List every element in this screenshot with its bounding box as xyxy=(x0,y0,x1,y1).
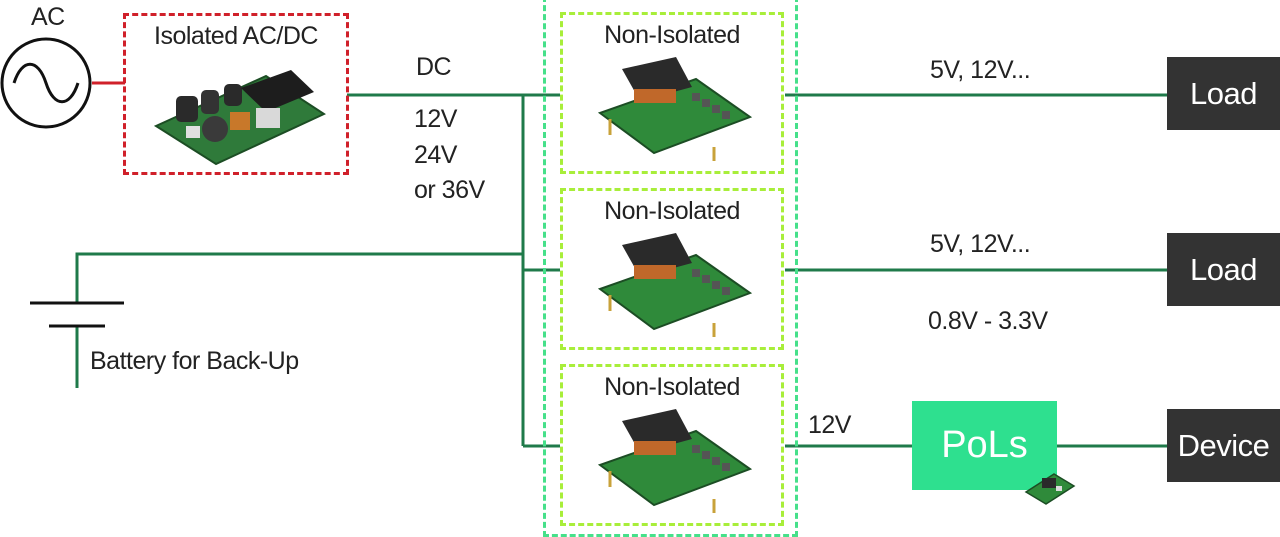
pols-box: PoLs xyxy=(912,401,1057,490)
row1-voltage-label: 5V, 12V... xyxy=(930,56,1031,84)
battery-wire xyxy=(75,252,523,303)
converter-label: Non-Isolated xyxy=(604,197,740,225)
device-box: Device xyxy=(1167,409,1280,482)
converter-module-image xyxy=(597,233,753,337)
bus-voltage-1: 12V xyxy=(414,105,457,133)
acdc-label: Isolated AC/DC xyxy=(154,22,318,50)
bus-voltage-3: or 36V xyxy=(414,176,485,204)
converter-module-image xyxy=(597,57,753,161)
bus-voltage-2: 24V xyxy=(414,141,457,169)
acdc-module-image xyxy=(153,70,326,166)
load-box-1: Load xyxy=(1167,57,1280,130)
dc-label: DC xyxy=(416,53,452,81)
row2-voltage-label: 5V, 12V... xyxy=(930,230,1031,258)
battery-label: Battery for Back-Up xyxy=(90,347,299,375)
ac-source-icon xyxy=(0,37,92,129)
non-isolated-converter-1: Non-Isolated xyxy=(560,12,784,174)
non-isolated-converter-3: Non-Isolated xyxy=(560,364,784,526)
load-box-2: Load xyxy=(1167,233,1280,306)
row2-range-label: 0.8V - 3.3V xyxy=(928,307,1048,335)
row3-voltage-label: 12V xyxy=(808,411,851,439)
converter-label: Non-Isolated xyxy=(604,21,740,49)
ac-label: AC xyxy=(31,3,65,31)
converter-label: Non-Isolated xyxy=(604,373,740,401)
converter-module-image xyxy=(597,409,753,513)
non-isolated-converter-2: Non-Isolated xyxy=(560,188,784,350)
acdc-converter-box: Isolated AC/DC xyxy=(123,13,349,175)
pol-module-icon xyxy=(1024,473,1076,505)
